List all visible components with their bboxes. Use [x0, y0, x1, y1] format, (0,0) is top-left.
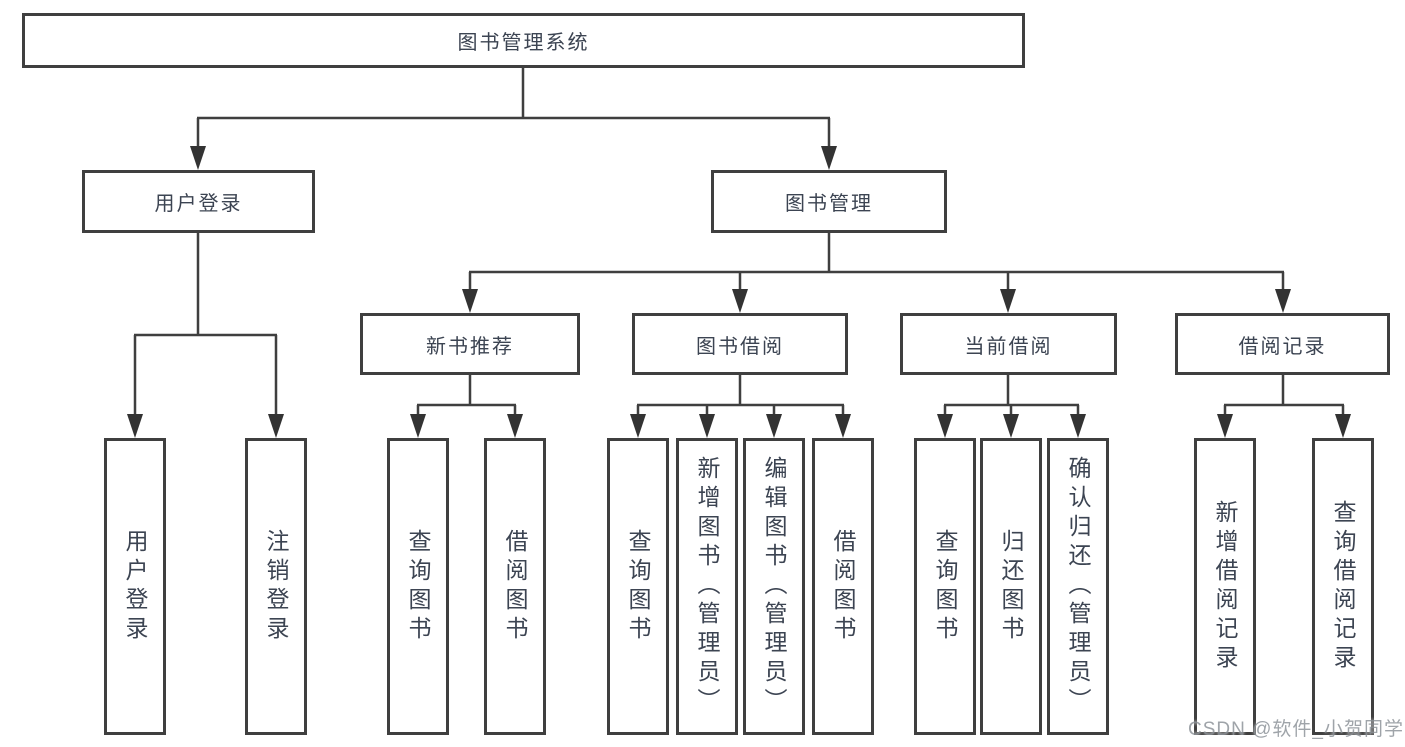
leaf-add-book-admin: 新增图书（管理员） [676, 438, 738, 735]
node-label: 新书推荐 [426, 335, 514, 358]
node-label: 编辑图书（管理员） [761, 456, 787, 717]
node-book-management: 图书管理 [711, 170, 947, 233]
arrowheads [127, 146, 1351, 438]
leaf-query-books-recommend: 查询图书 [387, 438, 449, 735]
leaf-borrow-books-recommend: 借阅图书 [484, 438, 546, 735]
node-label: 借阅图书 [830, 528, 856, 645]
leaf-confirm-return-admin: 确认归还（管理员） [1047, 438, 1109, 735]
leaf-query-books-current: 查询图书 [914, 438, 976, 735]
node-label: 新增借阅记录 [1212, 499, 1238, 674]
node-label: 用户登录 [154, 193, 243, 215]
node-new-book-recommend: 新书推荐 [360, 313, 580, 375]
csdn-watermark: CSDN @软件_小贺同学 [1188, 719, 1404, 740]
leaf-query-books-borrow: 查询图书 [607, 438, 669, 735]
leaf-edit-book-admin: 编辑图书（管理员） [743, 438, 805, 735]
node-label: 用户登录 [122, 528, 148, 645]
node-root: 图书管理系统 [22, 13, 1025, 68]
leaf-borrow-books: 借阅图书 [812, 438, 874, 735]
leaf-logout: 注销登录 [245, 438, 307, 735]
leaf-user-login: 用户登录 [104, 438, 166, 735]
leaf-return-books: 归还图书 [980, 438, 1042, 735]
node-user-login: 用户登录 [82, 170, 315, 233]
node-label: 图书管理系统 [457, 32, 590, 54]
node-label: 查询图书 [625, 528, 651, 645]
node-label: 当前借阅 [964, 335, 1053, 358]
node-label: 借阅图书 [502, 528, 528, 645]
node-borrow-records: 借阅记录 [1175, 313, 1390, 375]
node-label: 图书借阅 [696, 335, 784, 358]
leaf-query-borrow-record: 查询借阅记录 [1312, 438, 1374, 735]
node-label: 新增图书（管理员） [694, 456, 720, 717]
node-book-borrow: 图书借阅 [632, 313, 848, 375]
node-label: 归还图书 [998, 528, 1024, 645]
node-label: 借阅记录 [1238, 335, 1327, 358]
node-label: 查询图书 [405, 528, 431, 645]
node-label: 查询借阅记录 [1330, 499, 1356, 674]
node-current-borrow: 当前借阅 [900, 313, 1117, 375]
node-label: 查询图书 [932, 528, 958, 645]
leaf-add-borrow-record: 新增借阅记录 [1194, 438, 1256, 735]
node-label: 图书管理 [785, 193, 873, 215]
node-label: 注销登录 [263, 528, 289, 645]
node-label: 确认归还（管理员） [1065, 456, 1091, 717]
